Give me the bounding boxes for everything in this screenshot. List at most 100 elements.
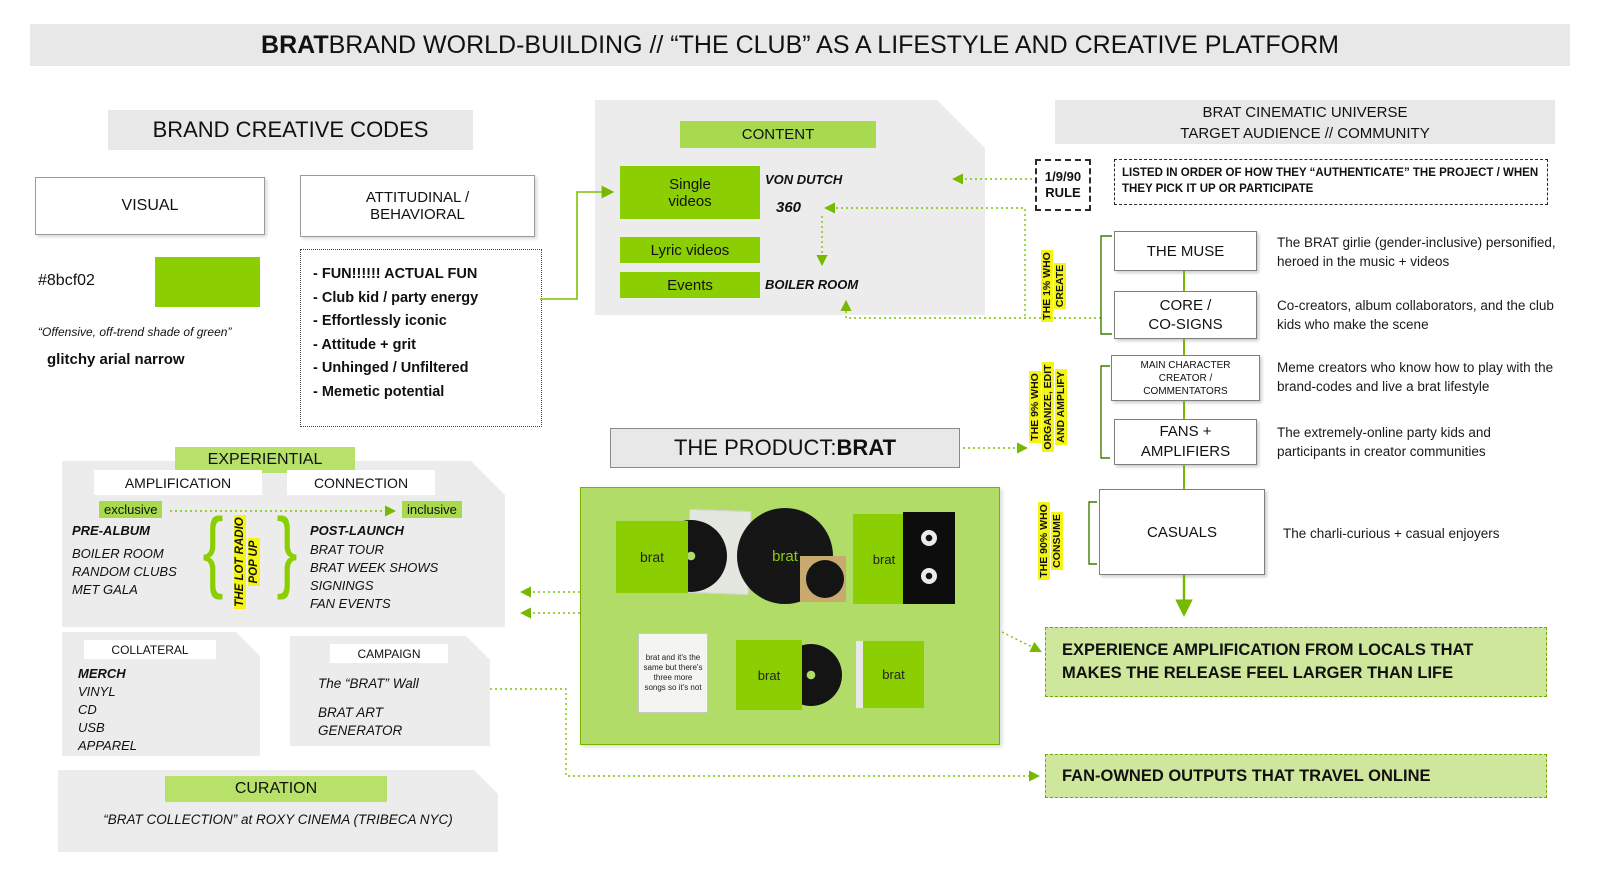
outcome-box-experience: EXPERIENCE AMPLIFICATION FROM LOCALS THA… — [1045, 627, 1547, 697]
exclusive-tag: exclusive — [99, 501, 163, 518]
lyric-sheet: brat and it's the same but there's three… — [638, 633, 708, 713]
pre-album-item: BOILER ROOM — [72, 546, 164, 561]
campaign-item: The “BRAT” Wall — [318, 676, 419, 691]
audience-heading-line2: TARGET AUDIENCE // COMMUNITY — [1180, 125, 1430, 142]
post-launch-item: FAN EVENTS — [310, 596, 391, 611]
segment-line: AND AMPLIFY — [1055, 369, 1067, 445]
behavior-item: - Unhinged / Unfiltered — [313, 360, 469, 376]
audience-heading-line1: BRAT CINEMATIC UNIVERSE — [1202, 104, 1408, 121]
color-swatch — [155, 257, 260, 307]
group-desc-the-muse: The BRAT girlie (gender-inclusive) perso… — [1277, 235, 1556, 269]
group-desc-core-co-signs: Co-creators, album collaborators, and th… — [1277, 298, 1554, 332]
product-title-bold: BRAT — [836, 435, 897, 460]
content-item-lyric-videos: Lyric videos — [620, 237, 760, 263]
rule-line: RULE — [1045, 185, 1081, 200]
single-videos-label: Single videos — [668, 175, 712, 210]
content-item-events: Events — [620, 272, 760, 298]
lot-radio-line: POP UP — [248, 538, 260, 586]
curation-heading: CURATION — [165, 776, 387, 802]
group-desc-casuals: The charli-curious + casual enjoyers — [1283, 526, 1500, 541]
group-box-main-character: MAIN CHARACTER CREATOR / COMMENTATORS — [1111, 355, 1260, 401]
group-label: CORE / CO-SIGNS — [1148, 297, 1223, 333]
post-launch-label: POST-LAUNCH — [310, 523, 404, 538]
album-cover-brat: brat — [736, 640, 802, 710]
content-item-single-videos: Single videos — [620, 166, 760, 219]
visual-box: VISUAL — [35, 177, 265, 235]
segment-label-9-percent: THE 9% WHO ORGANIZE, EDIT AND AMPLIFY — [1026, 359, 1070, 455]
inclusive-tag: inclusive — [402, 501, 462, 518]
pre-album-item: RANDOM CLUBS — [72, 564, 177, 579]
album-cover-brat: brat — [616, 521, 688, 593]
note-360: 360 — [776, 199, 802, 216]
page-title-rest: BRAND WORLD-BUILDING // “THE CLUB” AS A … — [328, 30, 1339, 59]
bracket-nine-percent — [1100, 365, 1110, 459]
group-box-core-co-signs: CORE / CO-SIGNS — [1114, 291, 1257, 339]
lot-radio-line: THE LOT RADIO — [234, 515, 246, 609]
connection-header: CONNECTION — [287, 470, 435, 495]
cassette-tape — [903, 512, 955, 604]
product-title-prefix: THE PRODUCT: — [673, 435, 837, 460]
amplification-header: AMPLIFICATION — [94, 470, 262, 495]
audience-heading: BRAT CINEMATIC UNIVERSE TARGET AUDIENCE … — [1055, 100, 1555, 144]
segment-line: THE 90% WHO — [1037, 502, 1050, 580]
group-desc-fans-amplifiers: The extremely-online party kids and part… — [1277, 425, 1491, 459]
pre-album-label: PRE-ALBUM — [72, 523, 150, 538]
group-desc-main-character: Meme creators who know how to play with … — [1277, 360, 1554, 394]
segment-line: CREATE — [1053, 262, 1066, 310]
note-boiler-room: BOILER ROOM — [765, 277, 859, 292]
campaign-header: CAMPAIGN — [330, 644, 448, 663]
authenticate-note: LISTED IN ORDER OF HOW THEY “AUTHENTICAT… — [1114, 159, 1548, 205]
post-launch-item: SIGNINGS — [310, 578, 374, 593]
cd-case-brat: brat — [856, 641, 924, 708]
behaviors-list: - FUN!!!!!! ACTUAL FUN - Club kid / part… — [300, 249, 542, 427]
segment-line: ORGANIZE, EDIT — [1042, 362, 1054, 452]
cassette-reel — [921, 530, 937, 546]
attitudinal-box: ATTITUDINAL / BEHAVIORAL — [300, 175, 535, 237]
lot-radio-popup-label: THE LOT RADIO POP UP — [234, 507, 270, 617]
bracket-ninety-percent — [1088, 501, 1097, 565]
rule-line: 1/9/90 — [1044, 169, 1082, 184]
brand-codes-heading: BRAND CREATIVE CODES — [108, 110, 473, 150]
behavior-item: - FUN!!!!!! ACTUAL FUN — [313, 266, 478, 282]
page-title: BRAT BRAND WORLD-BUILDING // “THE CLUB” … — [30, 24, 1570, 66]
collateral-item: CD — [78, 702, 97, 717]
group-box-the-muse: THE MUSE — [1114, 231, 1257, 271]
collateral-item: APPAREL — [78, 738, 138, 753]
post-launch-item: BRAT WEEK SHOWS — [310, 560, 439, 575]
outcome-box-fan-owned: FAN-OWNED OUTPUTS THAT TRAVEL ONLINE — [1045, 754, 1547, 798]
color-quote: “Offensive, off-trend shade of green” — [38, 325, 232, 339]
hex-code-label: #8bcf02 — [38, 272, 95, 289]
group-label: MAIN CHARACTER CREATOR / COMMENTATORS — [1140, 359, 1231, 397]
segment-line: THE 9% WHO — [1029, 371, 1041, 443]
typography-note: glitchy arial narrow — [47, 351, 185, 368]
segment-label-1-percent: THE 1% WHO CREATE — [1038, 241, 1068, 331]
content-heading: CONTENT — [680, 121, 876, 148]
pre-album-item: MET GALA — [72, 582, 138, 597]
mini-disc — [806, 560, 844, 598]
bracket-one-percent — [1100, 235, 1112, 335]
curation-note: “BRAT COLLECTION” at ROXY CINEMA (TRIBEC… — [103, 812, 453, 827]
brace-left-icon: { — [202, 501, 224, 601]
arrow-product-to-experience — [1001, 631, 1042, 652]
collateral-item: USB — [78, 720, 105, 735]
behavior-item: - Effortlessly iconic — [313, 313, 447, 329]
group-box-casuals: CASUALS — [1099, 489, 1265, 575]
behavior-item: - Club kid / party energy — [313, 289, 479, 306]
note-von-dutch: VON DUTCH — [765, 172, 843, 187]
behavior-item: - Attitude + grit — [313, 336, 416, 353]
cassette-reel — [921, 568, 937, 584]
group-box-fans-amplifiers: FANS + AMPLIFIERS — [1114, 419, 1257, 465]
rule-badge: 1/9/90 RULE — [1035, 159, 1091, 211]
segment-line: CONSUME — [1050, 512, 1063, 570]
merch-title: MERCH — [78, 666, 126, 681]
collateral-header: COLLATERAL — [84, 640, 216, 659]
experiential-heading: EXPERIENTIAL — [175, 447, 355, 473]
segment-label-90-percent: THE 90% WHO CONSUME — [1035, 495, 1065, 587]
page-title-bold: BRAT — [261, 30, 329, 59]
segment-line: THE 1% WHO — [1040, 250, 1053, 322]
collateral-item: VINYL — [78, 684, 116, 699]
attitudinal-label: ATTITUDINAL / BEHAVIORAL — [365, 189, 470, 223]
behavior-item: - Memetic potential — [313, 383, 445, 400]
product-header: THE PRODUCT: BRAT — [610, 428, 960, 468]
brace-right-icon: } — [276, 501, 298, 601]
